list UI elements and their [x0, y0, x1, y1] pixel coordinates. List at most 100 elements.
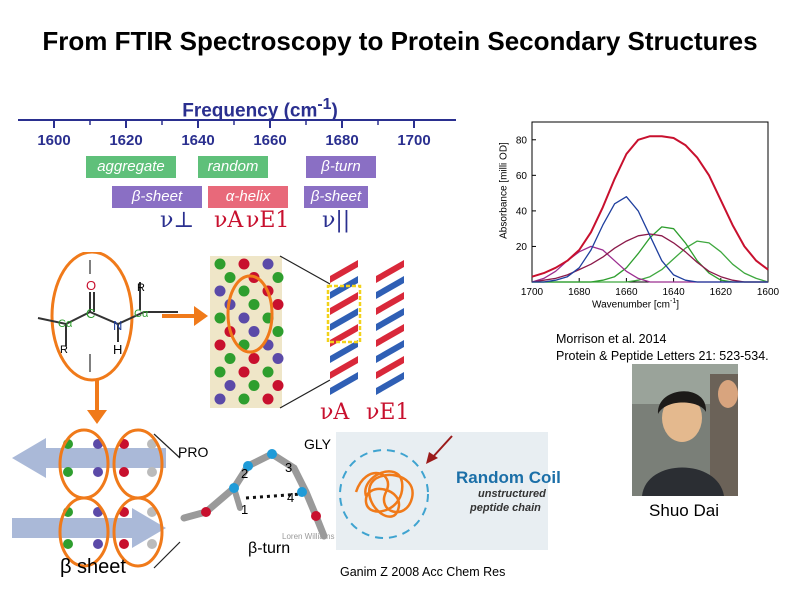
- frequency-axis-title: Frequency (cm-1): [150, 96, 370, 122]
- spectrum-series-line: [532, 196, 768, 283]
- atom-c: C: [86, 306, 96, 321]
- spectrum-xlabel-exponent: -1: [669, 298, 677, 305]
- spectrum-ytick-label: 60: [516, 171, 528, 182]
- ribbon-segment: [330, 292, 358, 315]
- spectrum-plot-area: [531, 121, 769, 283]
- sheet-atom: [93, 467, 103, 477]
- reference-morrison-line-2: Protein & Peptide Letters 21: 523-534.: [556, 349, 769, 363]
- peptide-unit-diagram: [37, 252, 178, 382]
- helix-atom: [224, 272, 236, 283]
- spectrum-ytick-label: 40: [516, 206, 528, 217]
- helix-atom: [214, 312, 226, 324]
- sheet-atom: [147, 467, 157, 477]
- helix-label-nu-e1: νE1: [366, 400, 410, 425]
- random-coil-title: Random Coil: [456, 468, 561, 487]
- random-coil-drawing: [339, 435, 453, 539]
- spectrum-ytick-label: 80: [516, 135, 528, 146]
- mode-nu-par: ν||: [322, 208, 351, 233]
- coil-pointer-line: [431, 435, 453, 459]
- person-hair: [657, 391, 707, 414]
- strand-arrow-right: [12, 508, 166, 548]
- frequency-label-text: Frequency (cm: [182, 100, 318, 122]
- spectrum-ytick-label: 20: [516, 242, 528, 253]
- helix-atom: [214, 258, 226, 270]
- frequency-tick-label: 1700: [397, 132, 431, 149]
- sheet-ellipse-4: [112, 496, 164, 568]
- person-shirt: [642, 467, 724, 496]
- ribbon-segment: [330, 372, 358, 395]
- helix-atom: [238, 312, 250, 324]
- beta-turn-caption: β-turn: [248, 540, 291, 557]
- helix-atom: [248, 380, 260, 391]
- random-coil-subtitle-1: unstructured: [478, 488, 546, 500]
- ribbon-segment: [376, 356, 404, 379]
- helix-atom: [272, 353, 284, 364]
- helix-atom: [262, 258, 274, 270]
- frequency-tick-label: 1660: [253, 132, 287, 149]
- spectrum-xtick-label: 1620: [710, 287, 733, 298]
- ribbon-segment: [376, 308, 404, 331]
- coil-pointer-icon: [426, 452, 438, 464]
- beta-sheet-diagram: [12, 428, 166, 568]
- ribbon-segment: [330, 356, 358, 379]
- spectrum-xlabel-text: Wavenumber [cm: [592, 299, 670, 311]
- arrow-down-icon: [87, 380, 107, 424]
- helix-ball-stick-model: [210, 256, 284, 408]
- turn-residue-2: 2: [241, 466, 249, 481]
- spectrum-series-line: [531, 135, 769, 278]
- helix-atom: [214, 339, 226, 351]
- ribbon-segment: [330, 308, 358, 331]
- reference-morrison-line-1: Morrison et al. 2014: [556, 332, 667, 346]
- frequency-label-close: ): [331, 100, 338, 122]
- strand-arrow-left: [12, 438, 166, 478]
- turn-residue-3: 3: [285, 460, 293, 475]
- atom-n: N: [113, 318, 123, 333]
- spectrum-xtick-label: 1600: [757, 287, 780, 298]
- ribbon-helices: [326, 260, 404, 395]
- hydrogen-bond: [245, 492, 303, 500]
- random-coil-subtitle-2: peptide chain: [470, 502, 541, 514]
- zoom-lines: [279, 255, 331, 409]
- turn-residue-4: 4: [287, 490, 295, 505]
- helix-atom: [248, 353, 260, 364]
- helix-atom: [214, 285, 226, 297]
- ribbon-segment: [376, 340, 404, 363]
- ribbon-segment: [330, 340, 358, 363]
- ribbon-highlight-box: [326, 284, 362, 344]
- band-alpha-helix: α-helix: [208, 186, 288, 208]
- sheet-ellipse-3: [58, 496, 110, 568]
- atom-ca-right: Cα: [134, 308, 149, 320]
- helix-atom: [224, 353, 236, 364]
- turn-credit: Loren Williams: [282, 532, 335, 541]
- frequency-tick-label: 1620: [109, 132, 143, 149]
- frequency-tick-label: 1600: [37, 132, 71, 149]
- peptide-highlight-ellipse: [50, 252, 134, 382]
- beta-turn-diagram: [180, 449, 328, 540]
- helix-backdrop: [210, 256, 282, 408]
- page-title: From FTIR Spectroscopy to Protein Second…: [42, 26, 758, 56]
- beta-sheet-caption: β sheet: [60, 556, 126, 578]
- ribbon-segment: [376, 324, 404, 347]
- atom-h: H: [113, 342, 123, 357]
- mode-nu-e1: νE1: [246, 208, 290, 233]
- coil-boundary: [339, 449, 429, 539]
- sheet-zoom-lines: [153, 433, 181, 569]
- ribbon-segment: [376, 260, 404, 283]
- helix-atom: [214, 366, 226, 378]
- spectrum-xtick-label: 1640: [662, 287, 685, 298]
- frequency-tick-label: 1680: [325, 132, 359, 149]
- frequency-axis: [18, 119, 456, 128]
- spectrum-xtick-label: 1680: [568, 287, 591, 298]
- atom-r-right: R: [137, 282, 145, 294]
- ribbon-segment: [330, 260, 358, 283]
- arrow-right-icon: [162, 306, 208, 326]
- turn-label-pro: PRO: [178, 444, 209, 460]
- person-photo: [632, 364, 738, 496]
- ribbon-segment: [376, 276, 404, 299]
- spectrum-xtick-label: 1700: [521, 287, 544, 298]
- band-aggregate: aggregate: [86, 156, 176, 178]
- helix-atom: [238, 366, 250, 378]
- ribbon-segment: [330, 276, 358, 299]
